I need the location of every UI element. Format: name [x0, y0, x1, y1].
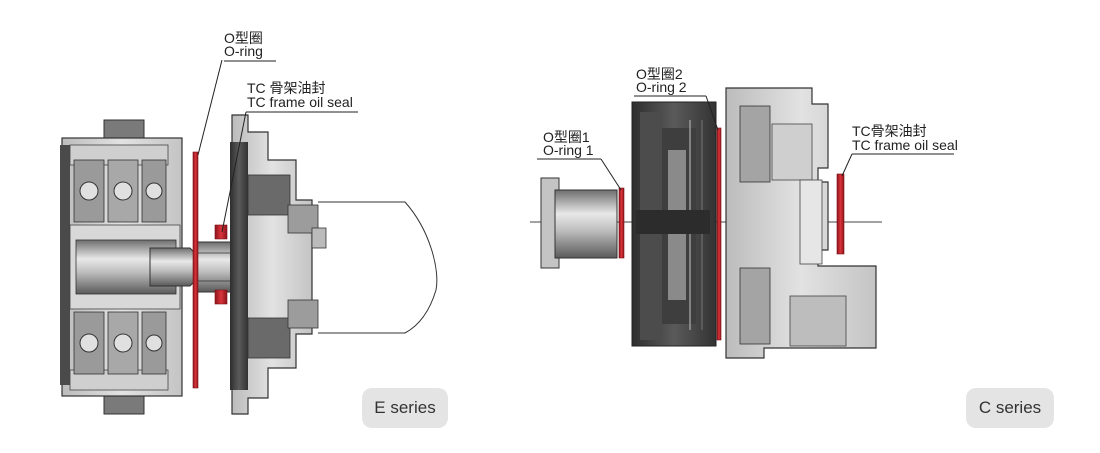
c-series-assembly	[530, 87, 954, 359]
e-series-o-ring	[192, 151, 199, 389]
c-series-input-shaft	[540, 177, 618, 269]
e-series-assembly	[60, 59, 438, 415]
e-series-tc-seal-label-en: TC frame oil seal	[247, 94, 353, 110]
c-series-o-ring-1-label-en: O-ring 1	[543, 142, 594, 158]
c-series-o-ring-2-label-cn: O型圈2	[636, 66, 683, 82]
e-series-tc-seal-label-cn: TC 骨架油封	[247, 80, 326, 96]
c-series-badge: C series	[966, 388, 1054, 428]
c-series-o-ring-2-label-en: O-ring 2	[636, 79, 687, 95]
e-series-tc-seal-bottom	[214, 289, 228, 305]
e-series-motor-outline	[318, 201, 438, 334]
e-series-motor-flange	[230, 114, 327, 415]
e-series-o-ring-label-en: O-ring	[224, 43, 263, 59]
e-series-o-ring-label-cn: O型圈	[224, 30, 263, 46]
c-series-tc-seal-label-cn: TC骨架油封	[852, 123, 927, 139]
c-series-o-ring-1	[618, 187, 625, 259]
c-series-gear-stack	[631, 101, 717, 347]
c-series-tc-seal-label-en: TC frame oil seal	[852, 137, 958, 153]
c-series-o-ring-2	[716, 127, 722, 341]
c-series-tc-seal	[836, 173, 845, 255]
c-series-motor-housing	[725, 87, 877, 359]
e-series-badge: E series	[362, 388, 448, 428]
e-series-tc-seal-top	[214, 224, 228, 240]
c-series-o-ring-1-label-cn: O型圈1	[543, 129, 590, 145]
